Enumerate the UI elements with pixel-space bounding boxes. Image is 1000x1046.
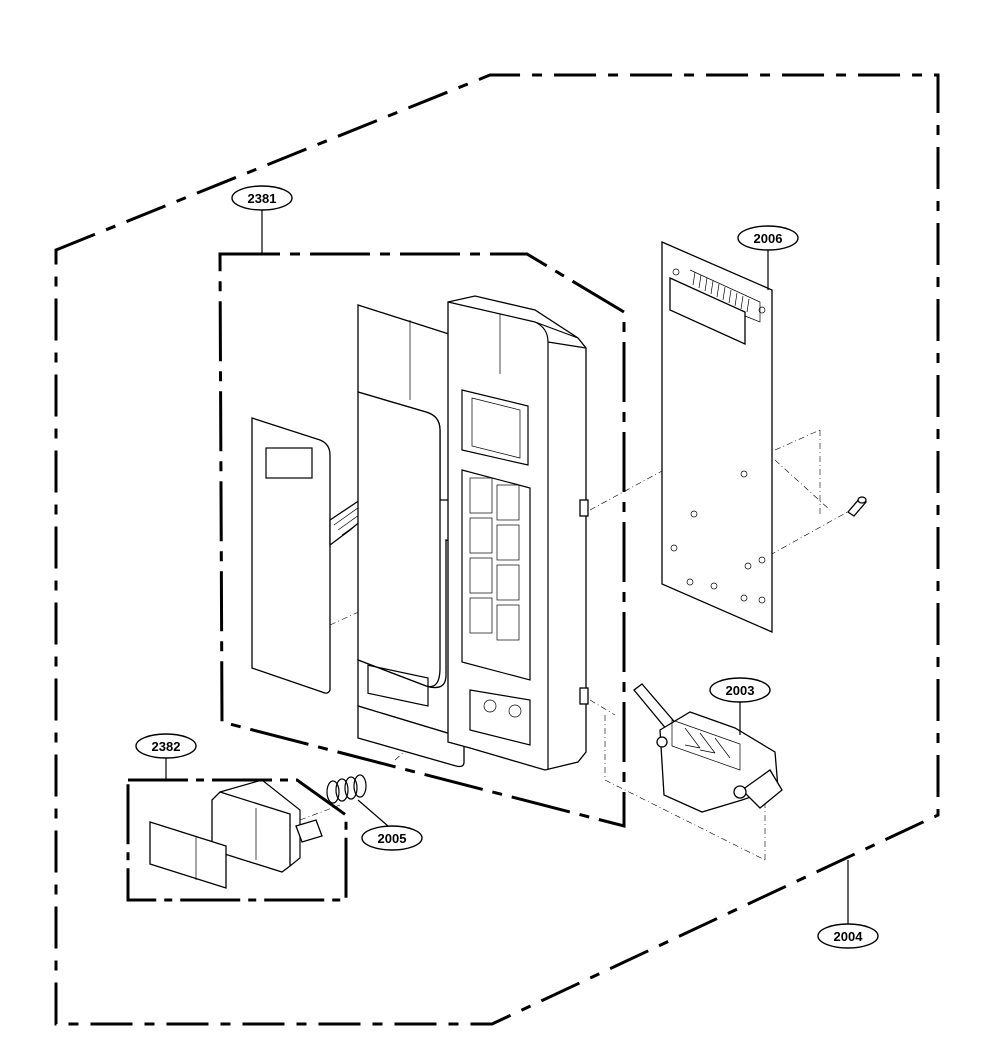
callout-2003: 2003 — [709, 677, 771, 703]
svg-text:2003: 2003 — [726, 683, 755, 698]
callout-2382: 2382 — [135, 733, 197, 759]
callout-2005: 2005 — [361, 825, 423, 851]
spring-2005 — [326, 774, 367, 804]
svg-text:2004: 2004 — [834, 929, 864, 944]
callout-2004: 2004 — [817, 923, 879, 949]
leader-lines — [165, 210, 849, 924]
svg-text:2382: 2382 — [152, 739, 181, 754]
callout-2006: 2006 — [737, 225, 799, 251]
door-latch-lever-2003 — [633, 683, 783, 813]
pcb-board-2006 — [661, 241, 773, 633]
callout-2381: 2381 — [231, 185, 293, 211]
svg-text:2381: 2381 — [248, 191, 277, 206]
svg-text:2005: 2005 — [378, 831, 407, 846]
svg-text:2006: 2006 — [754, 231, 783, 246]
front-decor-panel — [357, 304, 465, 768]
door-button-2382 — [149, 779, 323, 889]
assembly-2004-boundary — [54, 73, 940, 1026]
group-2381-boundary — [218, 252, 626, 828]
control-panel-frame — [447, 295, 589, 771]
group-2382-boundary — [126, 778, 348, 902]
screw — [847, 496, 867, 517]
